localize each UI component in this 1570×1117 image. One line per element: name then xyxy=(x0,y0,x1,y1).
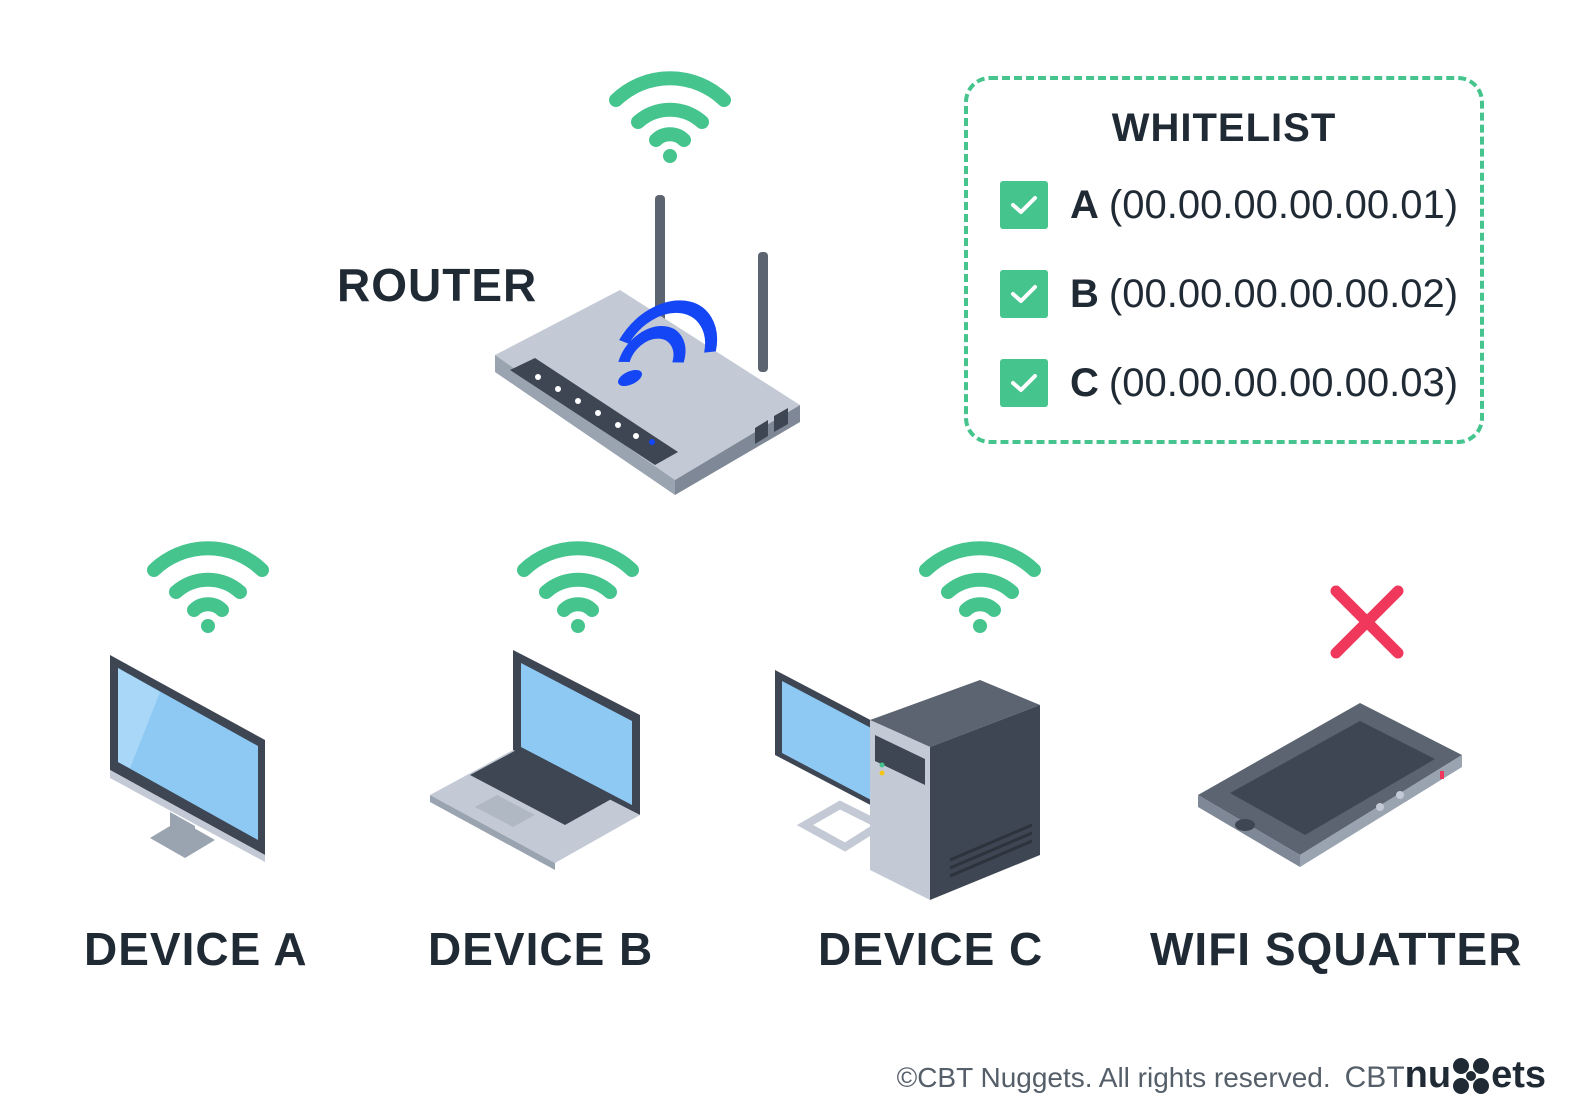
whitelist-entry-b: B (00.00.00.00.00.02) xyxy=(1000,267,1458,321)
logo-text-start: nu xyxy=(1404,1054,1452,1096)
laptop-image xyxy=(430,650,640,870)
copyright-text: ©CBT Nuggets. All rights reserved. xyxy=(896,1062,1331,1093)
smartphone-image xyxy=(1198,703,1462,867)
wifi-squatter-label: WIFI SQUATTER xyxy=(1150,923,1523,975)
router-image xyxy=(495,195,800,495)
whitelist-device-letter: A xyxy=(1070,182,1099,227)
device-b-wifi-icon xyxy=(517,541,639,633)
router-wifi-icon xyxy=(609,71,731,163)
whitelist-mac-address: (00.00.00.00.00.01) xyxy=(1108,182,1459,227)
footer: ©CBT Nuggets. All rights reserved. CBT n… xyxy=(897,1054,1546,1097)
whitelist-title: WHITELIST xyxy=(1111,106,1337,150)
checkbox-checked-icon xyxy=(1000,270,1048,318)
checkbox-checked-icon xyxy=(1000,359,1048,407)
logo-text-end: ets xyxy=(1491,1054,1546,1096)
nugget-dots-icon xyxy=(1453,1057,1490,1094)
whitelist-device-letter: B xyxy=(1070,271,1099,316)
desktop-computer-image xyxy=(775,670,1040,900)
checkbox-checked-icon xyxy=(1000,181,1048,229)
device-a-label: DEVICE A xyxy=(84,923,308,975)
device-b-label: DEVICE B xyxy=(428,923,654,975)
router-label: ROUTER xyxy=(337,259,538,311)
whitelist-mac-address: (00.00.00.00.00.02) xyxy=(1108,271,1459,316)
whitelist-entry-c: C (00.00.00.00.00.03) xyxy=(1000,356,1458,410)
whitelist-panel: WHITELIST A (00.00.00.00.00.01) B (00.00… xyxy=(964,76,1484,444)
monitor-image xyxy=(110,655,265,862)
device-c-label: DEVICE C xyxy=(818,923,1044,975)
logo-prefix: CBT xyxy=(1344,1061,1405,1094)
device-c-wifi-icon xyxy=(919,541,1041,633)
whitelist-device-letter: C xyxy=(1070,360,1099,405)
whitelist-mac-address: (00.00.00.00.00.03) xyxy=(1108,360,1459,405)
whitelist-entry-a: A (00.00.00.00.00.01) xyxy=(1000,178,1458,232)
cbt-nuggets-logo: nu ets xyxy=(1405,1054,1546,1097)
device-a-wifi-icon xyxy=(147,541,269,633)
blocked-x-icon xyxy=(1330,585,1404,659)
